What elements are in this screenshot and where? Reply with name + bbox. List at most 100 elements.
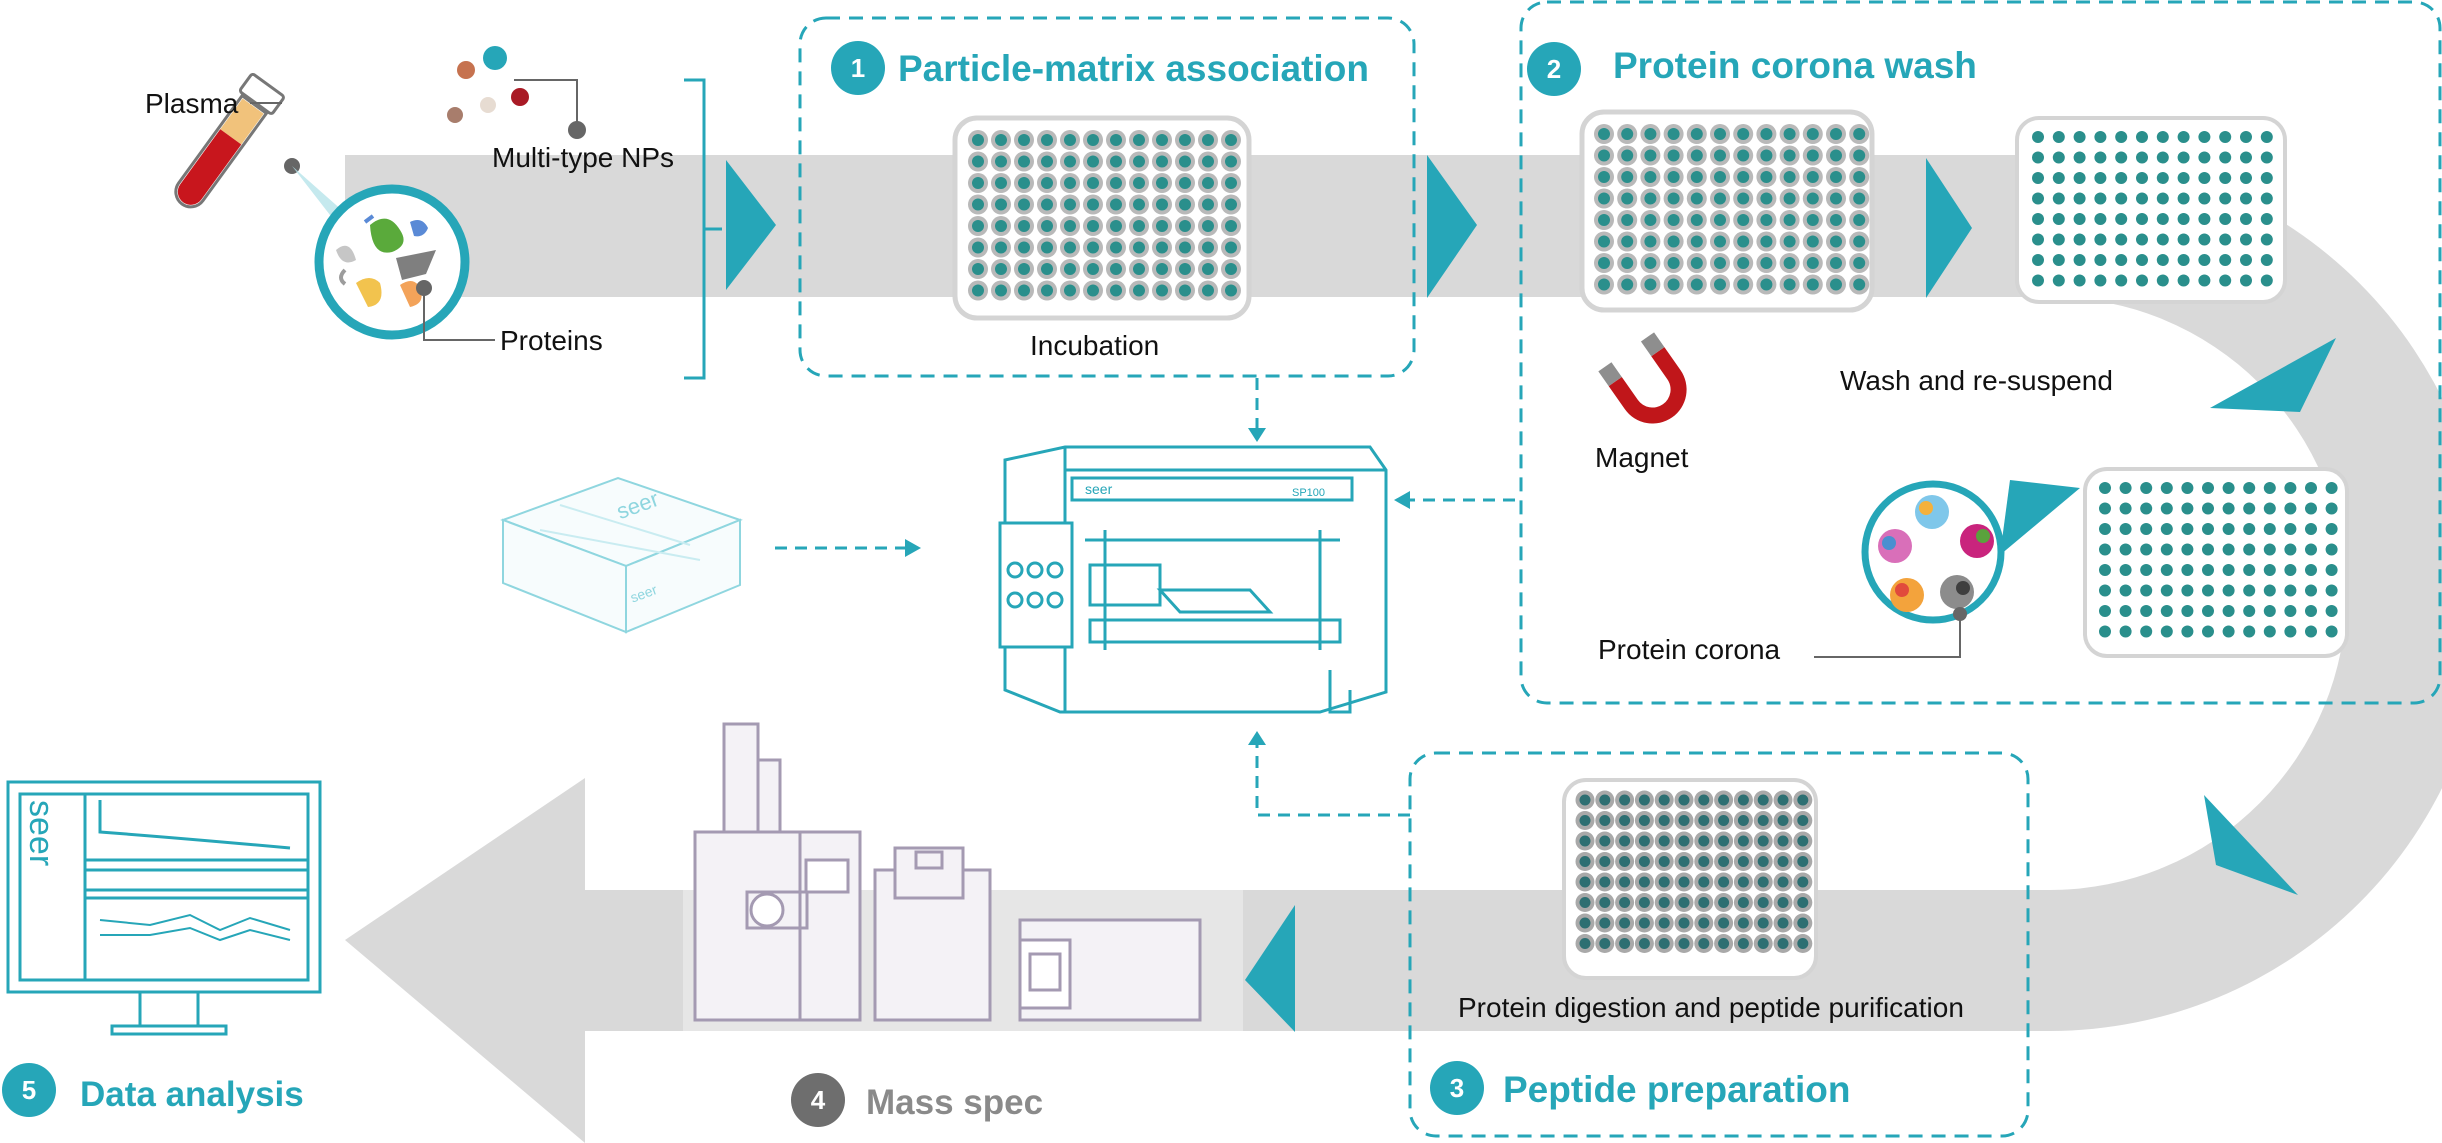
well — [1797, 938, 1809, 949]
well — [1621, 128, 1634, 140]
well — [995, 155, 1007, 168]
well — [1806, 214, 1819, 226]
well — [1698, 856, 1710, 867]
well — [1621, 257, 1634, 269]
well — [2115, 131, 2128, 143]
well — [972, 284, 984, 297]
well — [2263, 605, 2276, 617]
well — [1110, 177, 1122, 189]
well — [1783, 214, 1796, 226]
well — [1737, 897, 1749, 908]
well — [1718, 835, 1730, 847]
well — [1064, 134, 1076, 146]
well — [1757, 897, 1769, 908]
well — [2052, 254, 2065, 266]
well — [2140, 482, 2153, 494]
well — [2284, 543, 2297, 556]
well — [2073, 192, 2086, 205]
well — [2263, 564, 2276, 576]
well — [1064, 263, 1076, 275]
well — [1133, 241, 1145, 254]
well — [2181, 502, 2194, 515]
step5-title: Data analysis — [80, 1075, 304, 1114]
well — [2222, 564, 2235, 576]
well — [1698, 917, 1710, 929]
connector-arrows — [775, 378, 1515, 817]
well — [1041, 134, 1053, 146]
well — [1737, 876, 1749, 888]
proteins-label: Proteins — [500, 325, 603, 356]
well — [1830, 192, 1842, 205]
well — [1658, 794, 1670, 806]
well — [2032, 254, 2044, 266]
well — [2094, 151, 2107, 164]
well — [1830, 171, 1842, 183]
nps-pointer — [514, 79, 578, 130]
well — [1667, 235, 1680, 248]
well — [2198, 233, 2211, 246]
well — [1737, 794, 1749, 806]
well — [2119, 543, 2132, 556]
proteins-pointer — [423, 288, 495, 341]
well — [1737, 128, 1750, 140]
well — [2260, 213, 2273, 225]
well — [2160, 564, 2173, 576]
well — [1737, 835, 1749, 847]
step2-title: Protein corona wash — [1613, 45, 1977, 86]
well — [2219, 274, 2232, 287]
step4-badge: 4 — [791, 1073, 845, 1127]
well — [995, 284, 1007, 297]
well — [1225, 220, 1237, 232]
well — [1714, 171, 1726, 183]
well — [1690, 214, 1703, 226]
well — [2177, 233, 2190, 246]
well — [1156, 241, 1168, 254]
well — [1690, 257, 1703, 269]
well — [1225, 155, 1237, 168]
well — [1110, 220, 1122, 232]
well — [2198, 213, 2211, 225]
well — [2156, 172, 2169, 184]
well — [1041, 177, 1053, 189]
well — [2119, 625, 2132, 638]
instrument-model-label: SP100 — [1292, 487, 1325, 499]
well — [1797, 794, 1809, 806]
well — [1667, 214, 1680, 226]
well — [1777, 876, 1789, 888]
well — [2136, 254, 2148, 266]
well — [2325, 502, 2338, 515]
well — [1619, 815, 1631, 826]
well — [1619, 794, 1631, 806]
well — [1110, 263, 1122, 275]
well — [2260, 192, 2273, 205]
well — [1678, 835, 1690, 847]
well — [1644, 235, 1657, 248]
well — [1690, 278, 1703, 291]
well — [2032, 172, 2044, 184]
well — [1830, 235, 1842, 248]
well — [1690, 171, 1703, 183]
digestion-label: Protein digestion and peptide purificati… — [1458, 992, 1964, 1023]
well — [2160, 605, 2173, 617]
well — [1690, 192, 1703, 205]
well — [1718, 815, 1730, 826]
well — [2140, 502, 2153, 515]
well — [1806, 171, 1819, 183]
well — [2177, 213, 2190, 225]
well — [1714, 149, 1726, 162]
step3-title: Peptide preparation — [1503, 1069, 1851, 1110]
well — [1678, 897, 1690, 908]
well — [1783, 171, 1796, 183]
well — [1579, 876, 1591, 888]
well — [2032, 274, 2044, 287]
well — [1621, 278, 1634, 291]
well — [2136, 213, 2148, 225]
well — [1598, 171, 1610, 183]
connector-heads — [905, 428, 1410, 745]
well — [1133, 134, 1145, 146]
well — [1225, 241, 1237, 254]
well — [2222, 502, 2235, 515]
well — [2136, 172, 2148, 184]
corona-label: Protein corona — [1598, 634, 1781, 665]
well — [2325, 523, 2338, 535]
